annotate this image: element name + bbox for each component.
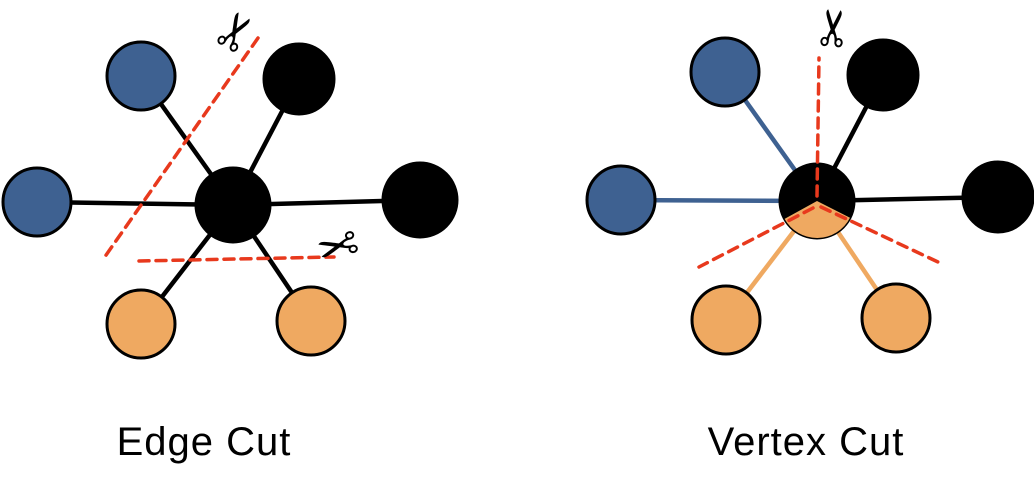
- graph-node: [846, 38, 920, 112]
- cut-line: [819, 205, 940, 264]
- scissors-icon: ✂: [201, 0, 270, 64]
- graph-node: [585, 164, 657, 236]
- cut-line: [697, 206, 815, 269]
- scissors-icon: ✂: [311, 215, 366, 280]
- graph-node: [689, 36, 761, 108]
- cut-line: [102, 36, 260, 260]
- graph-node: [262, 42, 336, 116]
- graph-node: [690, 284, 762, 356]
- scissors-icon: ✂: [804, 5, 863, 52]
- graph-node: [105, 40, 177, 112]
- cut-line: [137, 255, 336, 263]
- cut-line: [815, 56, 821, 198]
- graph-node: [1, 166, 73, 238]
- center-vertex-node: [194, 166, 272, 244]
- split-vertex-wedge: [784, 201, 850, 239]
- graph-node: [275, 285, 347, 357]
- graph-node: [105, 288, 177, 360]
- graph-node: [961, 160, 1034, 234]
- edge-cut-label: Edge Cut: [116, 420, 292, 464]
- graph-node: [381, 161, 459, 239]
- vertex-cut-label: Vertex Cut: [707, 420, 905, 464]
- graph-node: [860, 282, 932, 354]
